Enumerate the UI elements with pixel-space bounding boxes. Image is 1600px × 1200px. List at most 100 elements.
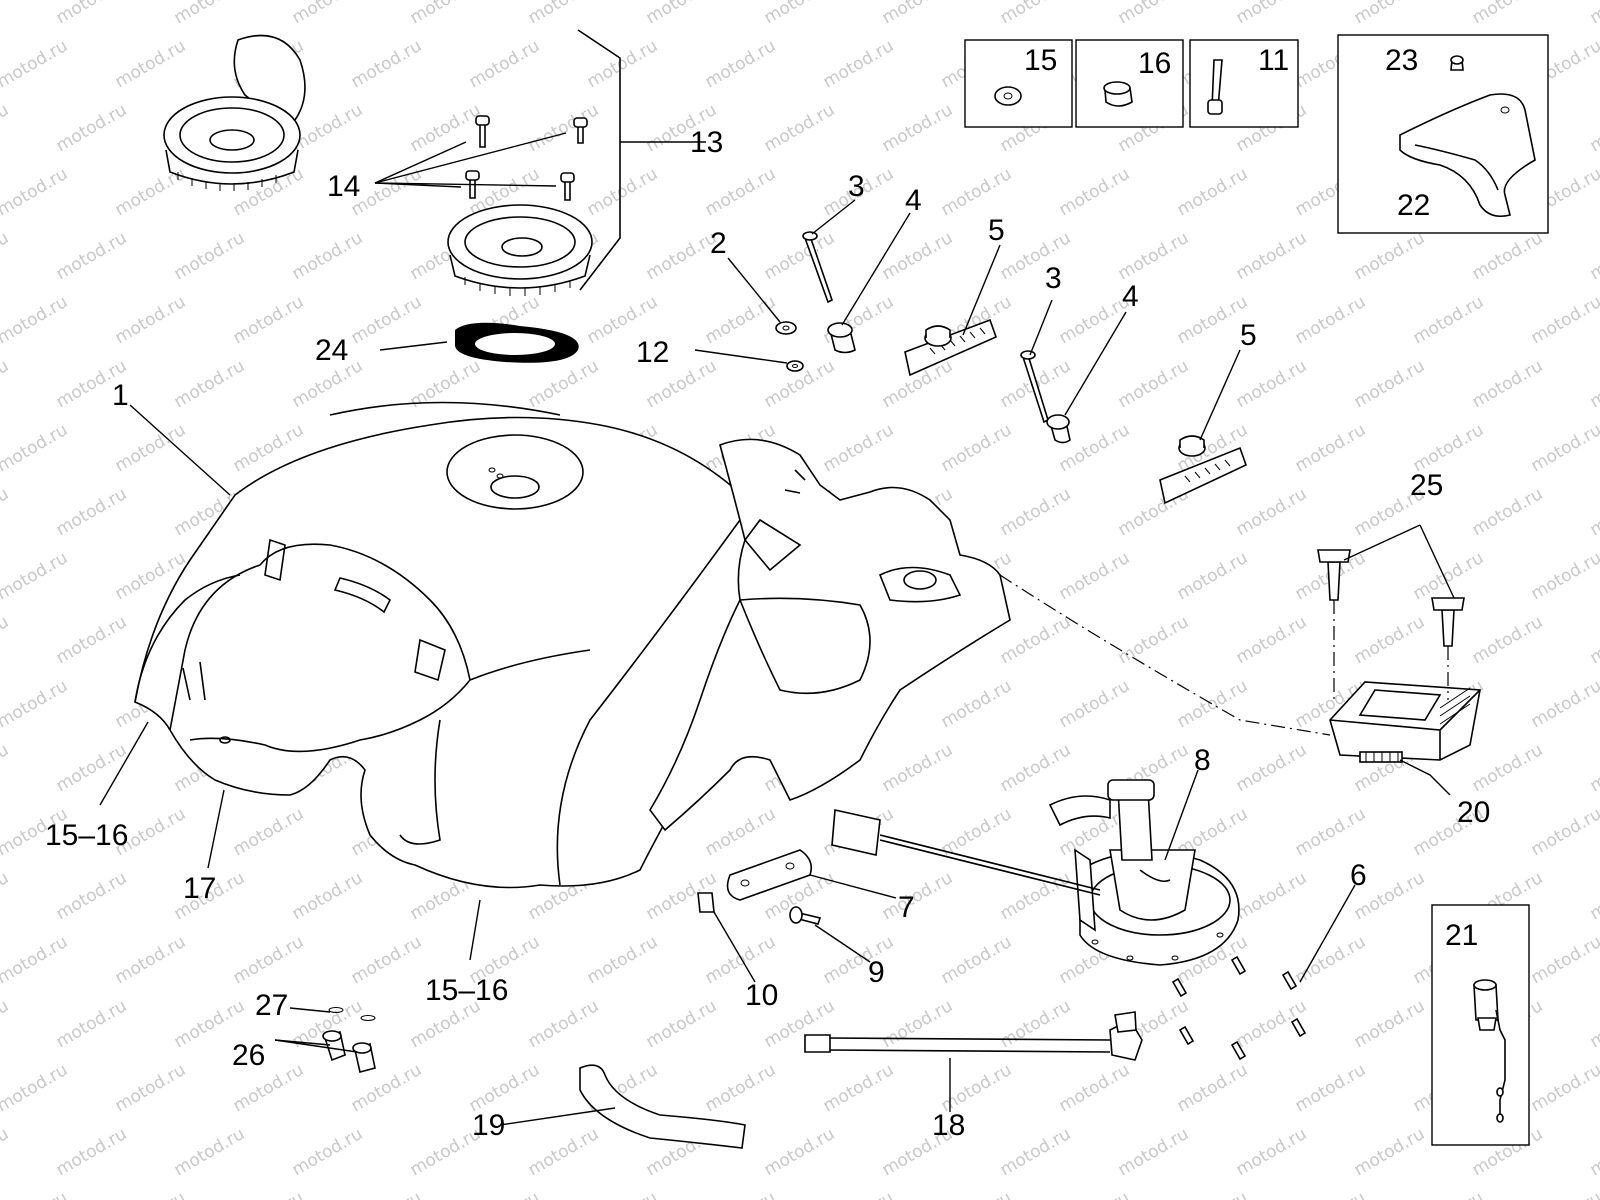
watermark-text: motod.ru [643, 228, 721, 284]
watermark-text: motod.ru [1587, 740, 1600, 796]
gasket-24 [455, 322, 579, 363]
watermark-text: motod.ru [53, 612, 131, 668]
callout-16: 16 [1138, 47, 1171, 80]
watermark-text: motod.ru [53, 996, 131, 1052]
callout-3a: 3 [848, 170, 865, 203]
watermark-text: motod.ru [1351, 356, 1429, 412]
watermark-text: motod.ru [0, 1188, 71, 1200]
hose-18 [804, 1011, 1143, 1061]
watermark-text: motod.ru [348, 1188, 426, 1200]
watermark-text: motod.ru [112, 1188, 190, 1200]
watermark-text: motod.ru [112, 1060, 190, 1116]
watermark-text: motod.ru [938, 1060, 1016, 1116]
watermark-text: motod.ru [820, 932, 898, 988]
watermark-text: motod.ru [938, 1188, 1016, 1200]
screw-23 [1450, 55, 1464, 71]
callout-9: 9 [868, 956, 885, 989]
watermark-text: motod.ru [702, 1188, 780, 1200]
watermark-text: motod.ru [1410, 1188, 1488, 1200]
watermark-text: motod.ru [997, 1124, 1075, 1180]
watermark-text: motod.ru [53, 228, 131, 284]
watermark-text: motod.ru [525, 356, 603, 412]
watermark-text: motod.ru [171, 356, 249, 412]
watermark-text: motod.ru [820, 36, 898, 92]
watermark-text: motod.ru [1469, 228, 1547, 284]
watermark-text: motod.ru [702, 164, 780, 220]
watermark-text: motod.ru [1351, 996, 1429, 1052]
watermark-text: motod.ru [702, 804, 780, 860]
watermark-text: motod.ru [1115, 356, 1193, 412]
callout-17: 17 [183, 872, 216, 905]
watermark-text: motod.ru [53, 484, 131, 540]
filler-cap-open [163, 34, 306, 191]
watermark-text: motod.ru [0, 676, 71, 732]
watermark-text: motod.ru [0, 0, 12, 28]
watermark-text: motod.ru [0, 228, 12, 284]
watermark-text: motod.ru [1174, 676, 1252, 732]
fuel-tank [134, 401, 764, 889]
watermark-text: motod.ru [1587, 996, 1600, 1052]
watermark-text: motod.ru [348, 36, 426, 92]
watermark-text: motod.ru [53, 1124, 131, 1180]
watermark-text: motod.ru [230, 804, 308, 860]
watermark-text: motod.ru [1469, 484, 1547, 540]
watermark-text: motod.ru [1587, 868, 1600, 924]
rubber-mount-5 [904, 318, 1247, 505]
watermark-text: motod.ru [1174, 1188, 1252, 1200]
watermark-text: motod.ru [1587, 1124, 1600, 1180]
screw-14 [465, 115, 588, 201]
watermark-text: motod.ru [997, 996, 1075, 1052]
watermark-text: motod.ru [0, 1060, 71, 1116]
watermark-text: motod.ru [1587, 484, 1600, 540]
watermark-text: motod.ru [112, 932, 190, 988]
screw-25 [1317, 549, 1465, 647]
inset-box-15 [964, 39, 1073, 128]
callout-21: 21 [1445, 919, 1478, 952]
watermark-text: motod.ru [761, 0, 839, 28]
callout-23: 23 [1385, 44, 1418, 77]
callout-3b: 3 [1045, 262, 1062, 295]
watermark-text: motod.ru [171, 1124, 249, 1180]
callout-labels: 1 2 3 4 5 3 4 5 12 13 14 15 16 11 23 22 … [45, 44, 1490, 1142]
watermark-text: motod.ru [53, 0, 131, 28]
filler-cap-flange [447, 204, 593, 296]
watermark-text: motod.ru [761, 1124, 839, 1180]
watermark-text: motod.ru [761, 228, 839, 284]
watermark-text: motod.ru [584, 1188, 662, 1200]
washer-2 [775, 321, 797, 335]
watermark-text: motod.ru [1233, 612, 1311, 668]
watermark-text: motod.ru [1587, 228, 1600, 284]
watermark-text: motod.ru [1587, 100, 1600, 156]
watermark-text: motod.ru [1351, 0, 1429, 28]
watermark-text: motod.ru [0, 484, 12, 540]
callout-24: 24 [315, 334, 348, 367]
bracket-13 [577, 29, 621, 291]
watermark-text: motod.ru [702, 36, 780, 92]
watermark-text: motod.ru [702, 1060, 780, 1116]
watermark-text: motod.ru [525, 1124, 603, 1180]
watermark-text: motod.ru [466, 36, 544, 92]
watermark-text: motod.ru [1528, 676, 1600, 732]
callout-2: 2 [710, 227, 727, 260]
ecu-20 [1329, 681, 1481, 763]
watermark-text: motod.ru [1115, 0, 1193, 28]
grommet-4 [827, 322, 1071, 444]
watermark-text: motod.ru [643, 0, 721, 28]
watermark-text: motod.ru [525, 100, 603, 156]
plug-16 [1103, 81, 1133, 107]
watermark-text: motod.ru [879, 0, 957, 28]
watermark-text: motod.ru [1410, 420, 1488, 476]
callout-15-16a: 15–16 [45, 819, 128, 852]
watermark-text: motod.ru [1587, 356, 1600, 412]
fitting-26 [322, 1030, 376, 1073]
callout-4a: 4 [905, 184, 922, 217]
watermark-text: motod.ru [0, 868, 12, 924]
watermark-text: motod.ru [879, 996, 957, 1052]
watermark-text: motod.ru [1528, 932, 1600, 988]
watermark-text: motod.ru [1528, 548, 1600, 604]
callout-7: 7 [898, 891, 915, 924]
callout-11: 11 [1258, 44, 1289, 77]
watermark-text: motod.ru [938, 420, 1016, 476]
watermark-text: motod.ru [0, 548, 71, 604]
